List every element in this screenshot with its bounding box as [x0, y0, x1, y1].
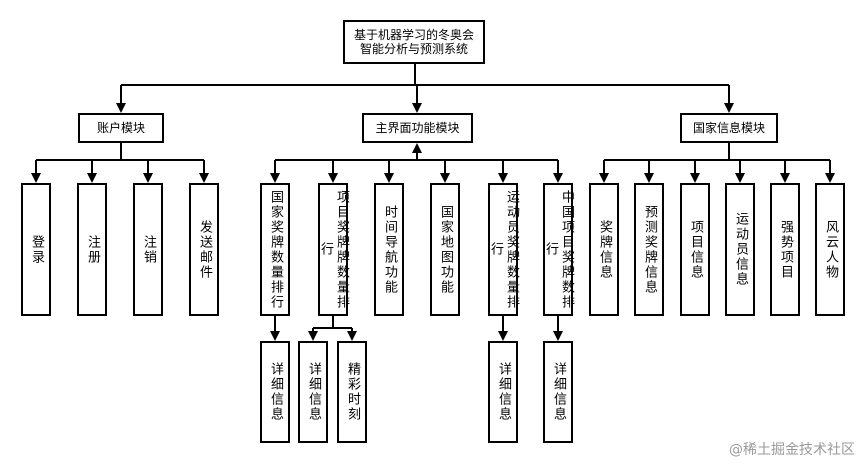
module-main-ui-node: 主界面功能模块 — [362, 113, 473, 143]
send-email-node: 发送邮件 — [189, 183, 219, 316]
country-medal-detail-node: 详细信息 — [260, 341, 290, 443]
watermark-text: @稀土掘金技术社区 — [729, 442, 855, 458]
root-node: 基于机器学习的冬奥会智能分析与预测系统 — [343, 20, 485, 64]
country-map-node: 国家地图功能 — [430, 183, 460, 316]
register-node: 注册 — [77, 183, 107, 316]
event-info-node: 项目信息 — [680, 183, 710, 316]
athlete-medal-ranking-node: 运动员奖牌数量排行 — [488, 183, 519, 316]
china-event-medal-detail-node: 详细信息 — [543, 341, 573, 443]
login-node: 登录 — [21, 183, 51, 316]
logout-node: 注销 — [133, 183, 163, 316]
module-account-node: 账户模块 — [78, 113, 164, 143]
country-medal-ranking-node: 国家奖牌数量排行 — [260, 183, 290, 316]
time-navigation-node: 时间导航功能 — [374, 183, 404, 316]
athlete-medal-detail-node: 详细信息 — [488, 341, 518, 443]
event-medal-ranking-node: 项目奖牌牌数量排行 — [318, 183, 349, 316]
strong-events-node: 强势项目 — [770, 183, 800, 316]
highlight-moments-node: 精彩时刻 — [337, 341, 367, 443]
athlete-info-node: 运动员信息 — [725, 183, 755, 316]
china-event-medal-ranking-node: 中国项目奖牌数排行 — [543, 183, 574, 316]
medal-info-node: 奖牌信息 — [589, 183, 619, 316]
notable-figures-node: 风云人物 — [815, 183, 845, 316]
module-country-info-node: 国家信息模块 — [680, 113, 778, 143]
event-medal-detail-node: 详细信息 — [298, 341, 328, 443]
predicted-medal-info-node: 预测奖牌信息 — [634, 183, 664, 316]
